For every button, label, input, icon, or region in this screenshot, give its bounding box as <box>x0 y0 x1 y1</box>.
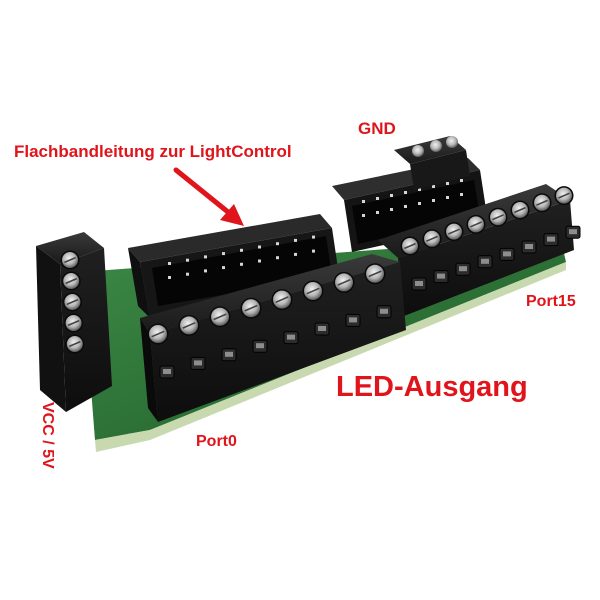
right-terminal-strip <box>378 184 581 316</box>
front-screw-slot <box>182 321 196 329</box>
right-screw-slot <box>558 192 570 199</box>
gnd-pin <box>376 211 379 214</box>
gnd-pin <box>460 193 463 196</box>
front-wire-clamp <box>163 369 171 374</box>
gnd-pin <box>404 191 407 194</box>
gnd-pin <box>404 205 407 208</box>
port15-label: Port15 <box>526 293 576 310</box>
gnd-pin <box>390 208 393 211</box>
header-pin <box>312 235 315 239</box>
right-wire-clamp <box>415 281 423 286</box>
vcc-screw-slot <box>65 277 78 285</box>
gnd-pin <box>418 188 421 191</box>
header-pin <box>186 272 189 276</box>
header-pin <box>204 269 207 273</box>
front-screw-slot <box>275 296 289 304</box>
gnd-label: GND <box>358 119 396 138</box>
header-pin <box>258 245 261 249</box>
right-wire-clamp <box>481 258 489 264</box>
led-output-label: LED-Ausgang <box>336 371 528 403</box>
gnd-pin <box>432 199 435 202</box>
right-screw-slot <box>448 228 460 235</box>
right-screw-slot <box>536 199 548 206</box>
gnd-pin <box>446 182 449 185</box>
vcc-screw-slot <box>68 340 81 348</box>
front-screw-slot <box>368 270 382 278</box>
right-wire-clamp <box>437 273 445 279</box>
gnd-pin <box>418 202 421 205</box>
vcc-screw-slot <box>64 256 76 264</box>
header-pin <box>312 249 315 253</box>
gnd-pin <box>432 185 435 188</box>
port0-label: Port0 <box>196 433 237 450</box>
vcc-screw-slot <box>66 298 79 306</box>
right-wire-clamp <box>503 251 511 257</box>
right-screw-slot <box>470 221 482 228</box>
front-wire-clamp <box>318 326 326 331</box>
right-wire-clamp <box>547 236 555 242</box>
front-screw-slot <box>244 304 258 312</box>
right-wire-clamp <box>569 229 577 235</box>
ribbon-cable-label: Flachbandleitung zur LightControl <box>14 142 292 161</box>
vcc-terminal-block <box>36 232 112 412</box>
right-screw-slot <box>426 235 438 242</box>
front-screw-slot <box>337 278 351 286</box>
header-pin <box>168 276 171 279</box>
gnd-pin <box>446 196 449 199</box>
header-pin <box>240 248 243 252</box>
gnd-pin <box>362 214 365 217</box>
header-pin <box>204 255 207 259</box>
gnd-pin <box>362 200 365 203</box>
right-screw-slot <box>404 242 416 250</box>
front-wire-clamp <box>380 308 388 314</box>
front-wire-clamp <box>349 317 357 323</box>
header-pin <box>168 262 171 265</box>
right-wire-clamp <box>459 266 467 272</box>
header-pin <box>258 259 261 263</box>
right-wire-clamp <box>525 244 533 249</box>
front-terminal-strip <box>140 254 406 422</box>
pcb-edge <box>95 262 566 452</box>
gnd-terminal <box>394 136 470 190</box>
gnd-pin <box>376 197 379 200</box>
ribbon-header <box>128 214 340 318</box>
front-screw-slot <box>151 330 165 338</box>
front-screw-slot <box>306 287 320 295</box>
header-pin <box>294 238 297 242</box>
arrow-icon <box>173 167 244 226</box>
gnd-pin <box>460 179 463 182</box>
header-pin <box>222 266 225 270</box>
header-pin <box>222 252 225 256</box>
right-screw-slot <box>514 206 526 214</box>
vcc-screw-slot <box>67 319 80 327</box>
vcc-label: VCC / 5V <box>39 402 56 469</box>
header-pin <box>276 256 279 260</box>
header-pin <box>240 262 243 266</box>
front-wire-clamp <box>225 351 233 357</box>
front-wire-clamp <box>194 360 202 366</box>
header-pin <box>186 258 189 262</box>
header-pin <box>294 252 297 256</box>
front-wire-clamp <box>287 334 295 340</box>
header-pin <box>276 242 279 246</box>
front-screw-slot <box>213 313 227 321</box>
right-screw-slot <box>492 214 504 221</box>
front-wire-clamp <box>256 343 264 349</box>
gnd-pin <box>390 194 393 197</box>
